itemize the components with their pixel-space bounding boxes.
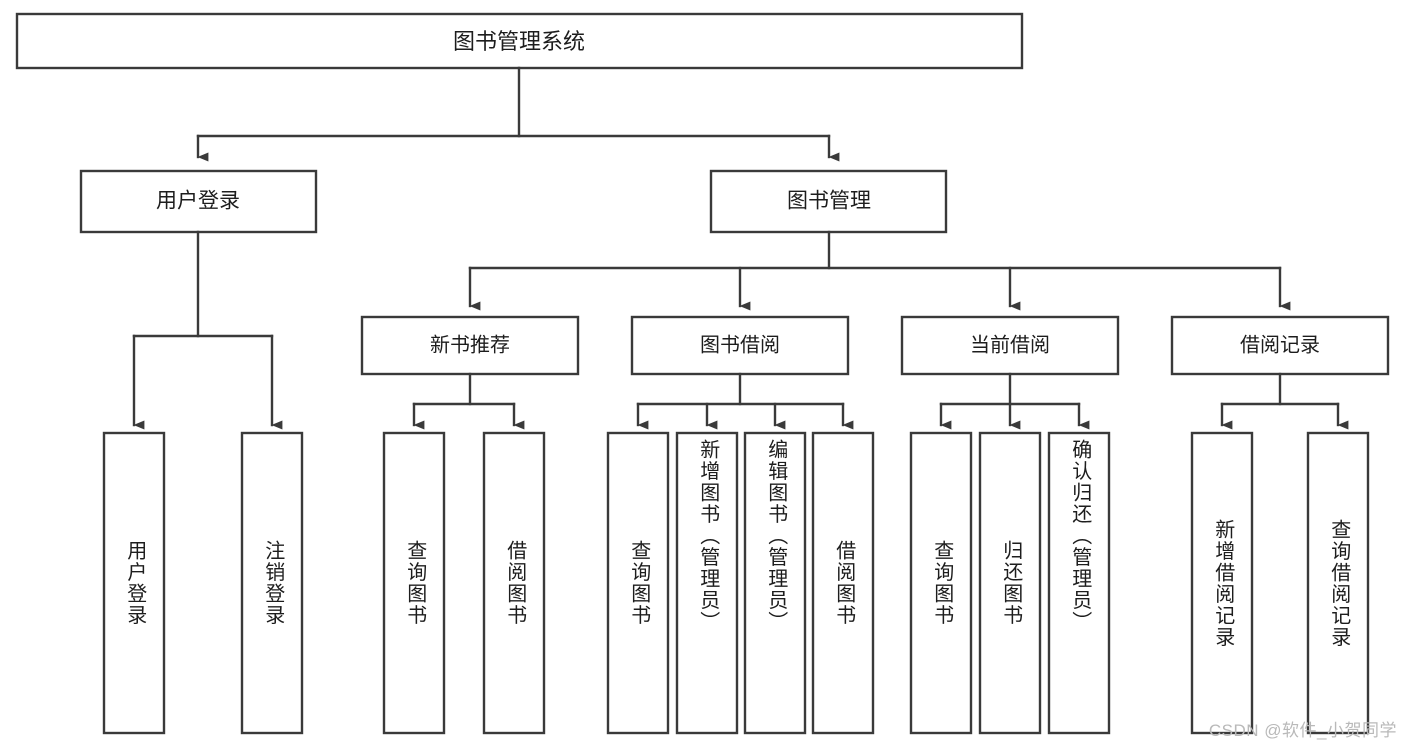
node-book-borrow-label: 图书借阅: [700, 333, 780, 356]
leaf-box-query-book-current[interactable]: [909, 431, 973, 735]
node-root-label: 图书管理系统: [453, 29, 585, 54]
node-current-borrow-box[interactable]: [900, 315, 1120, 376]
node-borrow-record-box[interactable]: [1170, 315, 1390, 376]
leaf-box-query-borrow-record[interactable]: [1306, 431, 1370, 735]
node-book-manage-label: 图书管理: [787, 190, 871, 213]
node-user-login-label: 用户登录: [156, 190, 240, 213]
node-book-manage-box[interactable]: [709, 169, 948, 234]
node-new-book-box[interactable]: [360, 315, 580, 376]
node-new-book-label: 新书推荐: [430, 333, 510, 356]
leaf-box-query-book-newbook[interactable]: [382, 431, 446, 735]
node-root-box[interactable]: [15, 12, 1024, 70]
node-borrow-record-label: 借阅记录: [1240, 333, 1320, 356]
leaf-box-logout[interactable]: [240, 431, 304, 735]
leaf-box-edit-book-admin[interactable]: [743, 431, 807, 735]
leaf-box-return-book[interactable]: [978, 431, 1042, 735]
csdn-watermark: CSDN @软件_小贺同学: [1208, 721, 1397, 740]
node-current-borrow-label: 当前借阅: [970, 333, 1050, 356]
leaf-box-borrow-book-newbook[interactable]: [482, 431, 546, 735]
leaf-box-add-borrow-record[interactable]: [1190, 431, 1254, 735]
leaf-box-add-book-admin[interactable]: [675, 431, 739, 735]
leaf-box-borrow-book[interactable]: [811, 431, 875, 735]
leaf-box-confirm-return-admin[interactable]: [1047, 431, 1111, 735]
leaf-box-user-login[interactable]: [102, 431, 166, 735]
leaf-box-query-book-borrow[interactable]: [606, 431, 670, 735]
node-book-borrow-box[interactable]: [630, 315, 850, 376]
